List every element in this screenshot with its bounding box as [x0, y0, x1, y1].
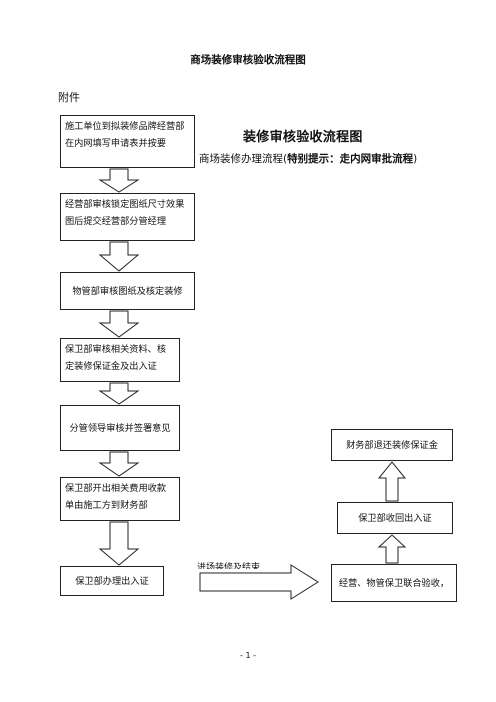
down-arrow-1: [98, 168, 140, 193]
down-arrow-2: [98, 241, 140, 272]
step-4-box: 保卫部审核相关资料、核定装修保证金及出入证: [60, 338, 180, 382]
return-pass-box: 保卫部收回出入证: [337, 502, 453, 534]
step-5-box: 分管领导审核并签署意见: [60, 405, 180, 451]
down-arrow-3: [98, 310, 140, 338]
up-arrow-2: [377, 461, 407, 502]
up-arrow-1: [377, 534, 407, 564]
subtitle-highlight: 特别提示：走内网审批流程: [287, 153, 414, 165]
step-1-box: 施工单位到拟装修品牌经营部在内网填写申请表并按要: [60, 115, 195, 168]
step-7-box: 保卫部办理出入证: [60, 566, 164, 596]
page-number: - 1 -: [240, 651, 256, 660]
right-arrow: [199, 564, 319, 600]
connector-label: 进场装修及结束: [197, 563, 261, 569]
step-3-box: 物管部审核图纸及核定装修: [60, 272, 195, 310]
refund-deposit-box: 财务部退还装修保证金: [331, 429, 453, 461]
subtitle-suffix: ): [413, 153, 418, 165]
subtitle-prefix: 商场装修办理流程(: [199, 153, 288, 165]
down-arrow-4: [98, 382, 140, 405]
down-arrow-6: [98, 521, 140, 566]
flowchart-subtitle: 商场装修办理流程(特别提示：走内网审批流程): [199, 151, 417, 166]
attachment-label: 附件: [58, 91, 80, 104]
flowchart-title: 装修审核验收流程图: [243, 130, 363, 145]
joint-inspection-box: 经营、物管保卫联合验收，: [331, 564, 457, 602]
document-title: 商场装修审核验收流程图: [190, 54, 306, 66]
down-arrow-5: [98, 451, 140, 477]
step-6-box: 保卫部开出相关费用收款单由施工方到财务部: [60, 477, 180, 521]
step-2-box: 经营部审核锁定图纸尺寸效果图后提交经营部分管经理: [60, 193, 195, 241]
